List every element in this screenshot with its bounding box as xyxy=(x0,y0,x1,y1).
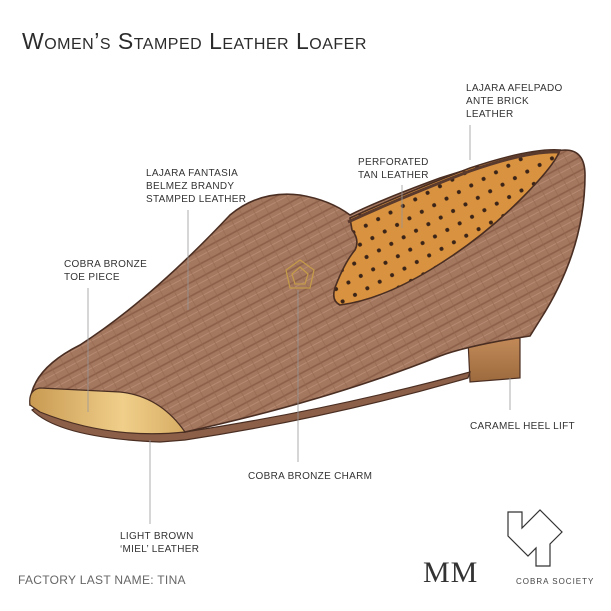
label-toe-piece: COBRA BRONZE TOE PIECE xyxy=(64,259,148,283)
label-sole: LIGHT BROWN ‘MIEL’ LEATHER xyxy=(120,531,200,555)
cobra-society-logo xyxy=(507,509,563,567)
monogram: MM xyxy=(423,556,479,589)
label-lajara-afelpado: LAJARA AFELPADO ANTE BRICK LEATHER xyxy=(466,83,563,120)
label-lajara-fantasia: LAJARA FANTASIA BELMEZ BRANDY STAMPED LE… xyxy=(146,168,247,205)
factory-last-name: FACTORY LAST NAME: TINA xyxy=(18,573,186,587)
brand-name: COBRA SOCIETY xyxy=(516,577,595,586)
label-perforated: PERFORATED TAN LEATHER xyxy=(358,157,429,181)
perforated-lining xyxy=(332,149,562,306)
cobra-charm xyxy=(285,259,315,289)
toe-piece xyxy=(29,387,187,435)
page-title: Women’s Stamped Leather Loafer xyxy=(22,28,367,54)
label-charm: COBRA BRONZE CHARM xyxy=(248,471,373,482)
label-heel-lift: CARAMEL HEEL LIFT xyxy=(470,421,575,432)
